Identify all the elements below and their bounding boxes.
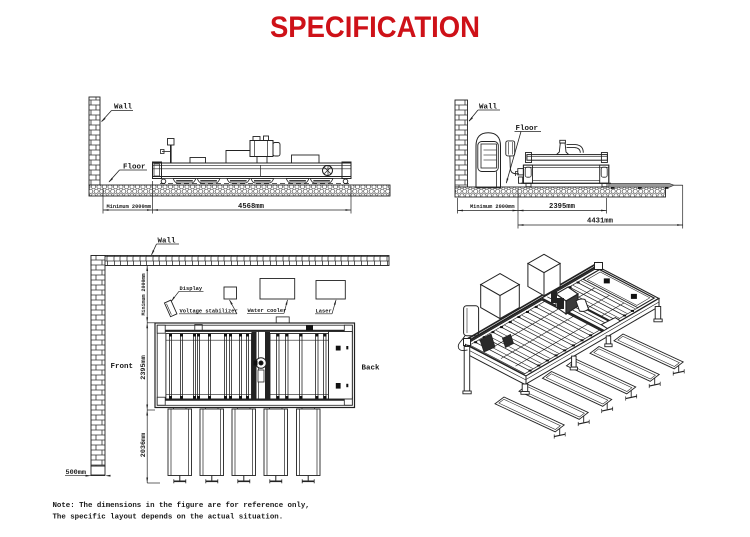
svg-text:2395mm: 2395mm — [140, 355, 148, 379]
svg-text:Floor: Floor — [516, 125, 539, 133]
svg-text:4431mm: 4431mm — [587, 218, 614, 226]
svg-text:Laser: Laser — [316, 309, 332, 315]
svg-text:Wall: Wall — [158, 238, 177, 246]
svg-text:Wall: Wall — [479, 104, 498, 112]
svg-text:500mm: 500mm — [66, 469, 86, 477]
svg-text:4568mm: 4568mm — [238, 203, 265, 211]
svg-text:2395mm: 2395mm — [549, 203, 576, 211]
svg-text:Water cooler: Water cooler — [248, 308, 287, 314]
svg-text:Voltage stabilizer: Voltage stabilizer — [180, 309, 238, 315]
svg-text:SPECIFICATION: SPECIFICATION — [270, 11, 480, 44]
svg-text:Note: The dimensions in the fi: Note: The dimensions in the figure are f… — [53, 502, 310, 510]
svg-text:Minimum 2000mm: Minimum 2000mm — [141, 273, 147, 315]
svg-text:Front: Front — [111, 363, 134, 371]
svg-text:The specific layout depends on: The specific layout depends on the actua… — [53, 514, 284, 522]
svg-text:Minimum 2000mm: Minimum 2000mm — [107, 204, 152, 210]
svg-text:Floor: Floor — [123, 164, 146, 172]
svg-text:Wall: Wall — [114, 104, 133, 112]
svg-text:Display: Display — [180, 286, 203, 292]
svg-text:Back: Back — [362, 365, 381, 373]
svg-text:2036mm: 2036mm — [140, 433, 148, 457]
svg-text:Minimum 2000mm: Minimum 2000mm — [470, 204, 515, 210]
